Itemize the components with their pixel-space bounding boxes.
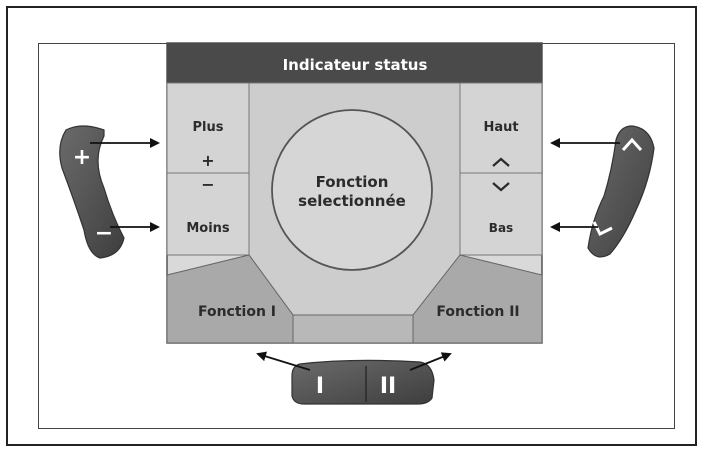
minus-label: Moins xyxy=(186,221,230,236)
left-control: + − xyxy=(59,125,125,259)
status-bar-label: Indicateur status xyxy=(283,56,428,74)
plus-symbol: + xyxy=(201,151,214,170)
right-control xyxy=(587,125,655,258)
bottom-center-cell xyxy=(292,314,414,344)
selected-function-circle xyxy=(271,109,433,271)
function1-label: Fonction I xyxy=(198,304,276,320)
minus-cell xyxy=(166,172,250,256)
up-label: Haut xyxy=(483,120,518,135)
arrow-function2 xyxy=(409,352,452,371)
minus-symbol: − xyxy=(201,175,214,194)
center-label-line1: Fonction xyxy=(316,173,389,191)
bottom-control: I II xyxy=(291,359,435,405)
arrows xyxy=(90,138,620,371)
left-control-minus: − xyxy=(95,221,113,246)
down-cell xyxy=(459,172,543,256)
left-control-plus: + xyxy=(73,145,91,170)
display-panel: Indicateur status Fonction selectionnée … xyxy=(166,42,543,344)
function2-label: Fonction II xyxy=(436,304,519,320)
right-control-chevron-up-icon xyxy=(621,137,643,152)
center-label-line2: selectionnée xyxy=(298,192,406,210)
chevron-up-icon xyxy=(492,157,510,167)
arrow-function1 xyxy=(256,351,311,371)
chevron-down-icon xyxy=(492,182,510,192)
down-label: Bas xyxy=(489,221,513,235)
bottom-control-symbol1: I xyxy=(316,374,324,399)
right-control-chevron-down-icon xyxy=(592,221,613,237)
bottom-control-symbol2: II xyxy=(380,374,396,399)
plus-label: Plus xyxy=(193,120,224,135)
outer-frame xyxy=(6,6,697,446)
status-bar xyxy=(167,43,542,83)
